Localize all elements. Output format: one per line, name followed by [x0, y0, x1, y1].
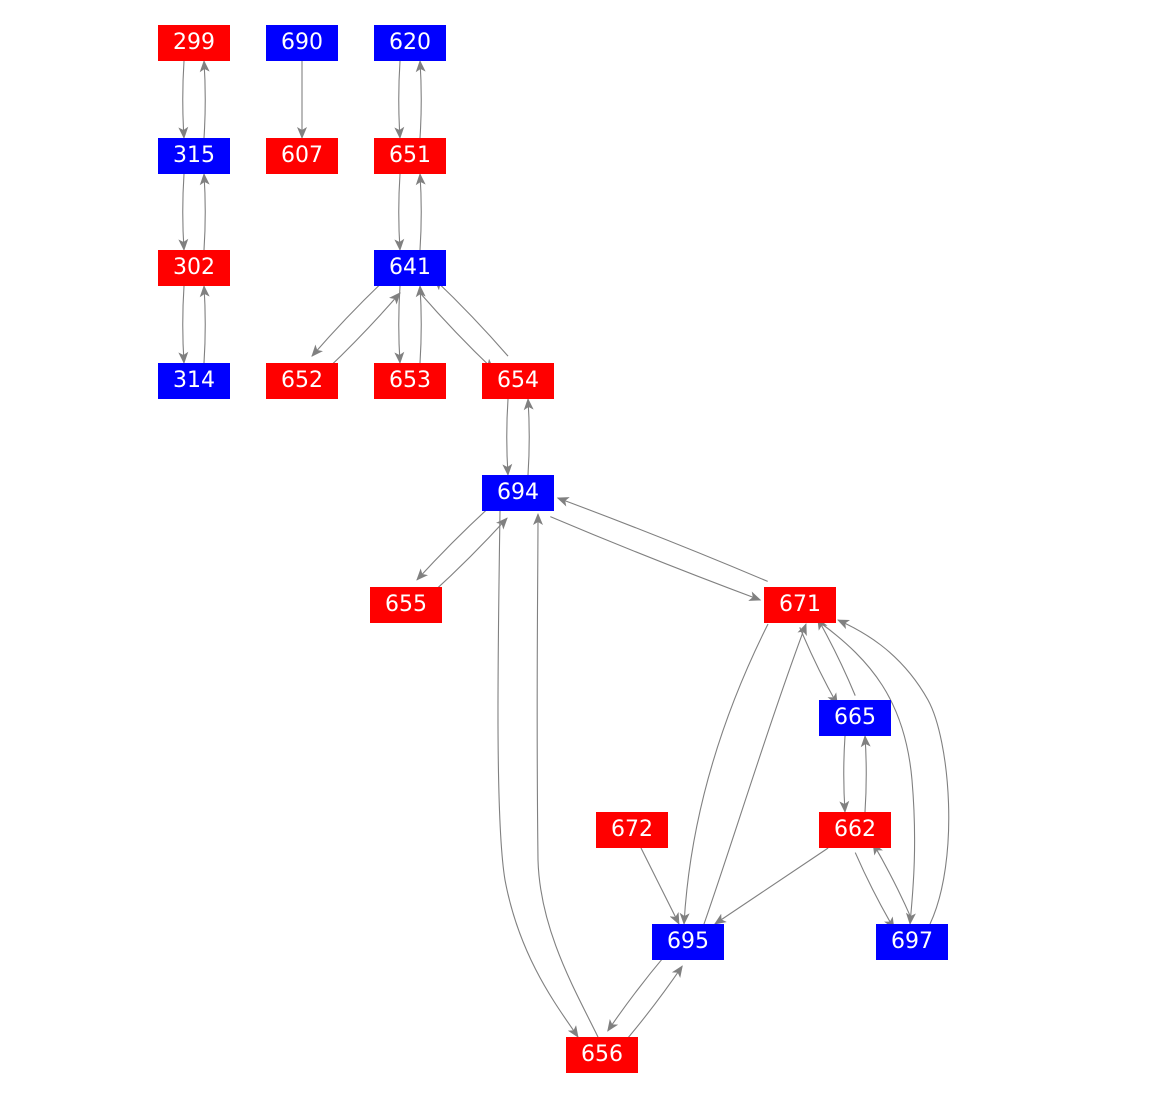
node-690[interactable]: 690: [266, 25, 338, 61]
edge-656-to-694: [532, 513, 599, 1038]
edge-694-to-671: [550, 516, 762, 601]
node-651[interactable]: 651: [374, 138, 446, 174]
edge-315-to-302: [178, 173, 189, 251]
node-302[interactable]: 302: [158, 250, 230, 286]
node-665[interactable]: 665: [819, 700, 891, 736]
edge-671-to-694: [556, 497, 768, 582]
edge-665-to-662: [839, 735, 850, 813]
edge-651-to-620: [415, 60, 426, 139]
edge-665-to-671: [817, 617, 856, 696]
node-697[interactable]: 697: [876, 924, 948, 960]
edge-314-to-302: [199, 285, 210, 364]
node-620[interactable]: 620: [374, 25, 446, 61]
edge-697-to-671: [837, 619, 950, 925]
edge-672-to-695: [640, 847, 680, 925]
edge-695-to-671: [703, 623, 807, 925]
edge-671-to-665: [799, 627, 838, 706]
edge-655-to-694: [430, 517, 508, 595]
node-653[interactable]: 653: [374, 363, 446, 399]
node-671[interactable]: 671: [764, 587, 836, 623]
edge-671-to-697: [821, 623, 916, 925]
edge-641-to-651: [415, 173, 426, 251]
edge-302-to-315: [199, 173, 210, 251]
node-662[interactable]: 662: [819, 812, 891, 848]
edge-641-to-654: [419, 292, 495, 371]
edge-662-to-697: [854, 852, 895, 930]
edge-652-to-641: [326, 292, 401, 371]
node-299[interactable]: 299: [158, 25, 230, 61]
node-315[interactable]: 315: [158, 138, 230, 174]
edge-302-to-314: [178, 285, 189, 364]
edge-656-to-695: [623, 965, 683, 1044]
edge-694-to-656: [497, 510, 579, 1038]
edge-662-to-695: [714, 847, 829, 925]
edge-315-to-299: [199, 60, 210, 139]
node-672[interactable]: 672: [596, 812, 668, 848]
edge-299-to-315: [178, 60, 189, 139]
edge-641-to-653: [394, 285, 405, 364]
node-314[interactable]: 314: [158, 363, 230, 399]
edge-654-to-641: [433, 278, 509, 357]
node-654[interactable]: 654: [482, 363, 554, 399]
edge-654-to-694: [502, 398, 513, 476]
edge-694-to-655: [416, 503, 494, 581]
node-656[interactable]: 656: [566, 1037, 638, 1073]
edge-694-to-654: [523, 398, 534, 476]
edge-695-to-656: [607, 953, 667, 1032]
node-695[interactable]: 695: [652, 924, 724, 960]
edge-671-to-695: [679, 623, 769, 925]
edge-641-to-652: [311, 278, 386, 357]
edge-653-to-641: [415, 285, 426, 364]
edge-651-to-641: [394, 173, 405, 251]
edge-697-to-662: [872, 842, 913, 920]
node-655[interactable]: 655: [370, 587, 442, 623]
edge-662-to-665: [860, 735, 871, 813]
node-694[interactable]: 694: [482, 475, 554, 511]
node-607[interactable]: 607: [266, 138, 338, 174]
edge-620-to-651: [394, 60, 405, 139]
node-641[interactable]: 641: [374, 250, 446, 286]
node-652[interactable]: 652: [266, 363, 338, 399]
